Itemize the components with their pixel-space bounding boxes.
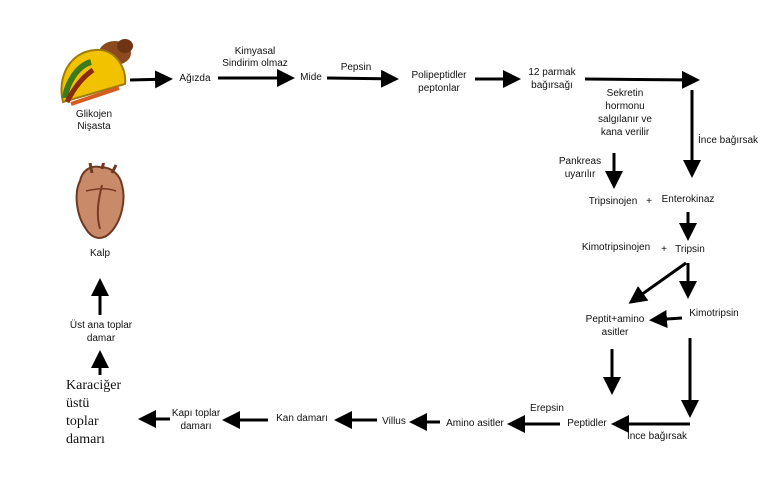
chem-digest-label-2: Sindirim olmaz (222, 58, 288, 69)
arrow-chymotrypsin-to-peptide (649, 310, 683, 328)
small-intestine-top-label: İnce bağırsak (698, 135, 759, 146)
plus-sign-2: + (661, 244, 667, 255)
hepatic-vein-label-1: Karaciğer (66, 378, 122, 393)
arrow-food-to-mouth (129, 70, 173, 89)
secretin-label-2: hormonu (605, 101, 645, 112)
pancreas-label-1: Pankreas (558, 156, 602, 167)
hepatic-vein-label-4: damarı (66, 432, 105, 447)
erepsin-label: Erepsin (530, 403, 564, 414)
starch-label: Nişasta (77, 121, 111, 132)
chem-digest-label-1: Kimyasal (234, 46, 276, 57)
small-intestine-bottom-label: İnce bağırsak (626, 431, 688, 442)
duodenum-label-2: bağırsağı (531, 80, 573, 91)
polypeptides-label-1: Polipeptidler (411, 70, 467, 81)
arrow-stomach-to-pepsin (326, 69, 399, 88)
vena-cava-label-1: Üst ana toplar (69, 320, 133, 331)
peptides-label: Peptidler (567, 418, 607, 429)
trypsinogen-label: Tripsinojen (588, 196, 638, 207)
stomach-label: Mide (300, 72, 322, 83)
villus-label: Villus (382, 416, 406, 427)
chymotrypsinogen-label: Kimotripsinojen (581, 242, 651, 253)
portal-vein-label-1: Kapı toplar (171, 408, 221, 419)
polypeptides-label-2: peptonlar (418, 83, 460, 94)
arrow-duodenum-right (584, 70, 700, 89)
trypsin-label: Tripsin (675, 244, 705, 255)
vena-cava-label-2: damar (86, 333, 116, 344)
pancreas-label-2: uyarılır (564, 169, 596, 180)
hepatic-vein-label-2: üstü (66, 396, 90, 411)
hepatic-vein-label-3: toplar (66, 414, 99, 429)
arrow-trypsin-to-peptide (628, 261, 687, 304)
secretin-label-1: Sekretin (606, 88, 644, 99)
amino-acids-label: Amino asitler (446, 418, 504, 429)
plus-sign-1: + (646, 196, 652, 207)
glycogen-label: Glikojen (75, 109, 113, 120)
blood-vessel-label: Kan damarı (276, 413, 328, 424)
pepsin-label: Pepsin (340, 62, 372, 73)
portal-vein-label-2: damarı (180, 421, 212, 432)
mouth-label: Ağızda (179, 73, 211, 84)
enterokinase-label: Enterokinaz (661, 194, 715, 205)
taco-icon (60, 39, 133, 106)
heart-icon (75, 163, 125, 239)
chymotrypsin-label: Kimotripsin (689, 308, 739, 319)
duodenum-label-1: 12 parmak (528, 67, 576, 78)
peptide-amino-label-2: asitler (601, 327, 629, 338)
heart-label: Kalp (89, 248, 110, 259)
secretin-label-4: kana verilir (600, 127, 650, 138)
peptide-amino-label-1: Peptit+amino (585, 314, 645, 325)
secretin-label-3: salgılanır ve (598, 114, 652, 125)
